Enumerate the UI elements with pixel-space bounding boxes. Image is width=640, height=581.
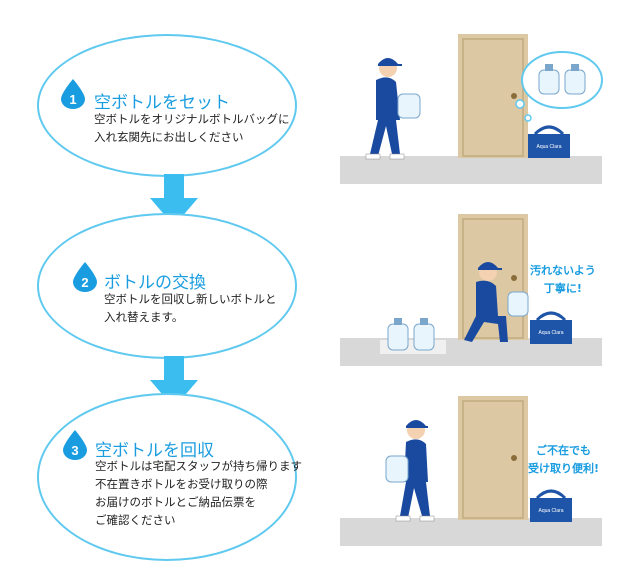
bag-logo: Aqua Clara [536,144,561,150]
step-1-description: 空ボトルをオリジナルボトルバッグに 入れ玄関先にお出しください [94,110,290,146]
door-icon [458,34,528,158]
bag-logo: Aqua Clara [538,508,563,514]
step-3-line-2: 不在置きボトルをお受け取りの際 [95,477,268,491]
step-3-title: 空ボトルを回収 [95,441,214,461]
step-2-line-1: 空ボトルを回収し新しいボトルと [104,292,277,306]
water-drop-icon: 3 [63,430,87,460]
step-3-oval [37,393,297,561]
floor [340,518,602,546]
step-2-title: ボトルの交換 [104,273,206,293]
bottle-bag-icon: Aqua Clara [528,125,570,158]
step-3-line-4: ご確認ください [95,513,176,527]
water-bottle-icon [564,64,586,95]
step-3-number: 3 [71,443,78,458]
water-bottle-icon [387,318,409,351]
water-drop-icon: 1 [61,79,85,109]
delivery-staff-figure [365,58,421,160]
water-bottle-icon [507,291,529,317]
scene-3-caption: ご不在でも 受け取り便利! [528,442,599,478]
delivery-staff-figure [385,420,435,522]
scene-2-caption-line-2: 丁寧に! [543,282,582,295]
step-1-line-2: 入れ玄関先にお出しください [94,130,244,144]
scene-2-illustration: Aqua Clara [340,214,602,366]
floor [340,156,602,184]
scene-3-caption-line-1: ご不在でも [536,444,592,457]
step-1-number: 1 [69,92,76,107]
step-2-line-2: 入れ替えます。 [104,310,184,324]
down-arrow-icon [150,174,198,226]
door-icon [458,396,528,520]
water-bottle-icon [397,93,421,119]
water-bottle-icon [385,455,409,483]
step-1-line-1: 空ボトルをオリジナルボトルバッグに [94,112,290,126]
step-3-line-1: 空ボトルは宅配スタッフが持ち帰ります [95,459,302,473]
bag-logo: Aqua Clara [538,330,563,336]
step-1-title: 空ボトルをセット [94,93,230,113]
step-3-line-3: お届けのボトルとご納品伝票を [95,495,256,509]
scene-3-caption-line-2: 受け取り便利! [528,462,600,475]
step-2-description: 空ボトルを回収し新しいボトルと 入れ替えます。 [104,290,277,326]
bottle-bag-icon: Aqua Clara [530,311,572,344]
delivery-staff-figure [464,262,529,342]
step-2-number: 2 [81,275,88,290]
scene-1-illustration: Aqua Clara [340,34,603,184]
scene-2-caption-line-1: 汚れないよう [530,264,596,277]
scene-2-caption: 汚れないよう 丁寧に! [530,262,596,298]
thought-bubble-icon [515,51,603,122]
water-bottle-icon [413,318,435,351]
water-bottle-icon [538,64,560,95]
step-3-description: 空ボトルは宅配スタッフが持ち帰ります 不在置きボトルをお受け取りの際 お届けのボ… [95,457,302,529]
scene-3-illustration: Aqua Clara [340,396,602,546]
water-drop-icon: 2 [73,262,97,292]
bottle-bag-icon: Aqua Clara [530,489,572,522]
